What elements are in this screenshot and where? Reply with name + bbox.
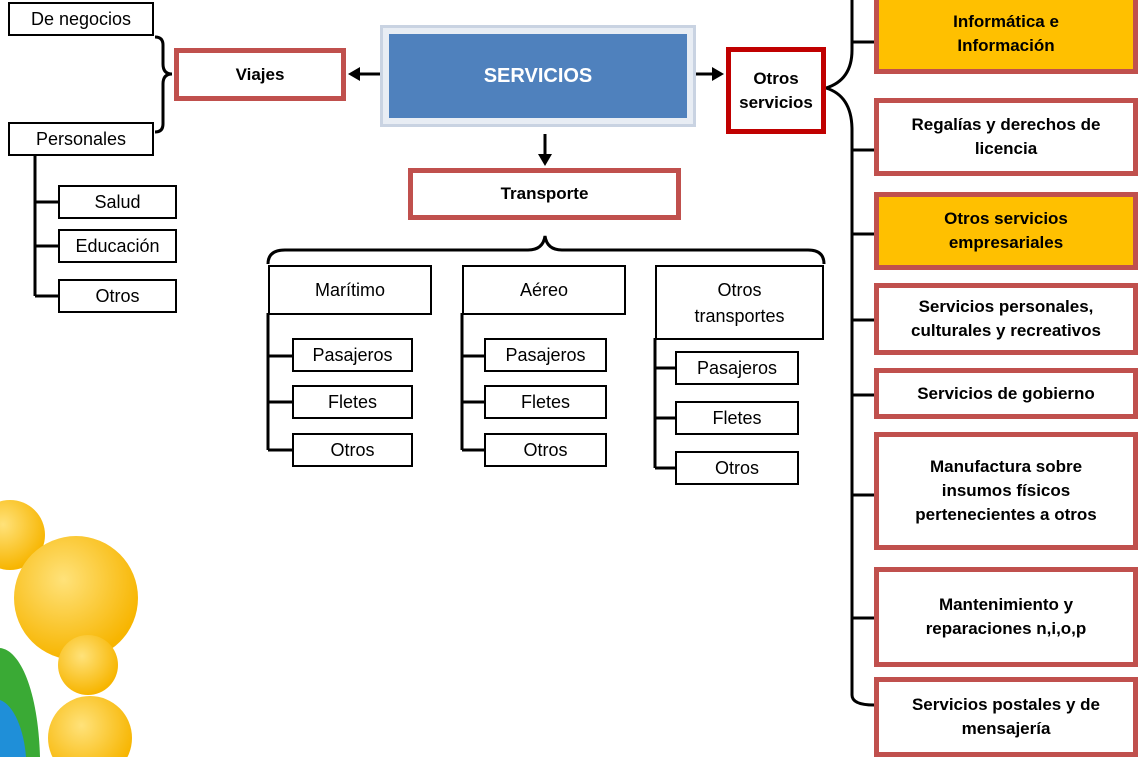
otros-servicios-item-gobierno[interactable]: Servicios de gobierno bbox=[874, 368, 1138, 419]
transporte-node[interactable]: Transporte bbox=[408, 168, 681, 220]
maritimo-item-pasajeros[interactable]: Pasajeros bbox=[292, 338, 413, 372]
otros-servicios-item-mantenimiento[interactable]: Mantenimiento y reparaciones n,i,o,p bbox=[874, 567, 1138, 667]
transporte-mode-maritimo[interactable]: Marítimo bbox=[268, 265, 432, 315]
decorative-logo-circles bbox=[0, 500, 138, 757]
otros-servicios-item-empresariales[interactable]: Otros servicios empresariales bbox=[874, 192, 1138, 270]
otros-servicios-item-manufactura[interactable]: Manufactura sobre insumos físicos perten… bbox=[874, 432, 1138, 550]
transporte-mode-aereo[interactable]: Aéreo bbox=[462, 265, 626, 315]
otros-servicios-item-informatica[interactable]: Informática e Información bbox=[874, 0, 1138, 74]
personales-item-salud[interactable]: Salud bbox=[58, 185, 177, 219]
aereo-item-fletes[interactable]: Fletes bbox=[484, 385, 607, 419]
aereo-item-pasajeros[interactable]: Pasajeros bbox=[484, 338, 607, 372]
viajes-node[interactable]: Viajes bbox=[174, 48, 346, 101]
otros-servicios-node[interactable]: Otros servicios bbox=[726, 47, 826, 134]
otros-servicios-item-personales[interactable]: Servicios personales, culturales y recre… bbox=[874, 283, 1138, 355]
otros-transportes-item-pasajeros[interactable]: Pasajeros bbox=[675, 351, 799, 385]
transporte-mode-otros-transportes[interactable]: Otros transportes bbox=[655, 265, 824, 340]
personales-item-otros[interactable]: Otros bbox=[58, 279, 177, 313]
aereo-item-otros[interactable]: Otros bbox=[484, 433, 607, 467]
maritimo-item-otros[interactable]: Otros bbox=[292, 433, 413, 467]
viajes-type-personales[interactable]: Personales bbox=[8, 122, 154, 156]
otros-transportes-item-fletes[interactable]: Fletes bbox=[675, 401, 799, 435]
maritimo-item-fletes[interactable]: Fletes bbox=[292, 385, 413, 419]
otros-servicios-item-regalias[interactable]: Regalías y derechos de licencia bbox=[874, 98, 1138, 176]
otros-servicios-item-postales[interactable]: Servicios postales y de mensajería bbox=[874, 677, 1138, 757]
otros-transportes-item-otros[interactable]: Otros bbox=[675, 451, 799, 485]
servicios-root-node[interactable]: SERVICIOS bbox=[383, 28, 693, 124]
viajes-type-negocios[interactable]: De negocios bbox=[8, 2, 154, 36]
personales-item-educacion[interactable]: Educación bbox=[58, 229, 177, 263]
